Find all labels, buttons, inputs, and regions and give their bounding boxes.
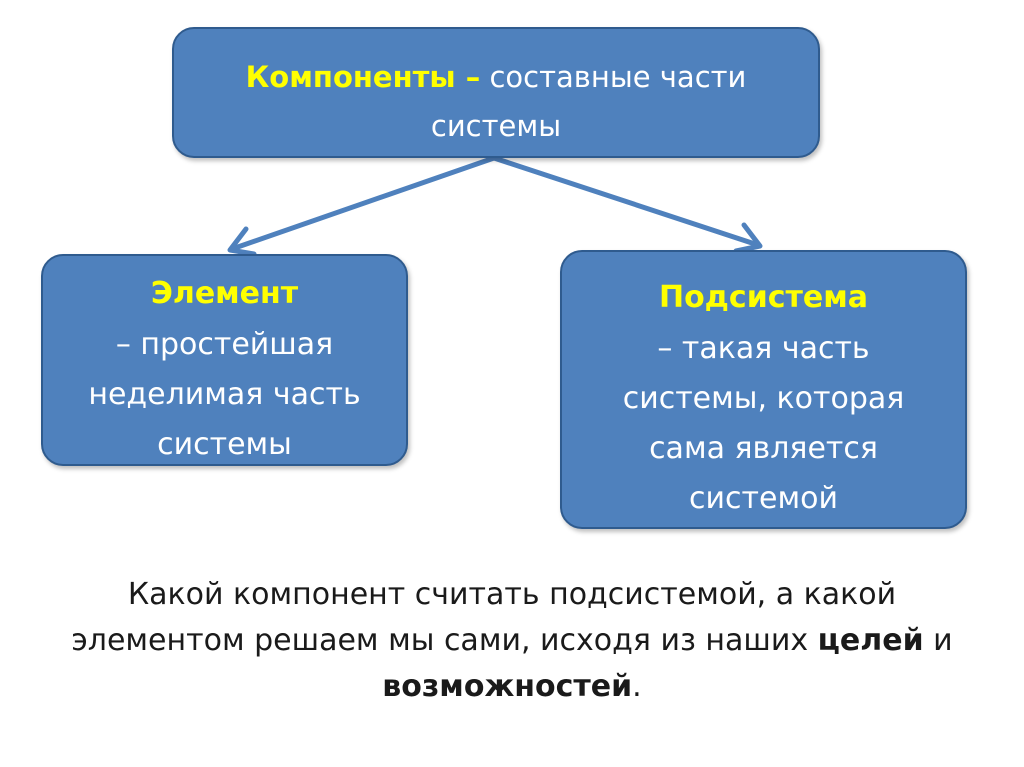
subsystem-line-2: системы, которая — [622, 381, 905, 416]
components-line-1: Компоненты – составные части — [174, 53, 818, 102]
arrow-head-left — [227, 226, 257, 257]
conclusion-line-2: элементом решаем мы сами, исходя из наши… — [40, 618, 984, 664]
conclusion-line-2-end: и — [923, 623, 953, 658]
conclusion-period: . — [632, 669, 642, 704]
arrow-to-subsystem — [491, 155, 761, 248]
conclusion-text: Какой компонент считать подсистемой, а к… — [40, 572, 984, 710]
components-box: Компоненты – составные части системы — [172, 27, 820, 158]
conclusion-line-1: Какой компонент считать подсистемой, а к… — [127, 577, 897, 612]
element-title: Элемент — [150, 276, 299, 311]
capabilities-word: возможностей — [382, 669, 633, 704]
element-box: Элемент – простейшая неделимая часть сис… — [41, 254, 408, 466]
subsystem-box: Подсистема – такая часть системы, котора… — [560, 250, 967, 529]
conclusion-line-3: возможностей. — [40, 664, 984, 710]
conclusion-line-2-start: элементом решаем мы сами, исходя из наши… — [71, 623, 818, 658]
element-line-2: неделимая часть — [88, 377, 361, 412]
components-highlight: Компоненты – — [245, 60, 481, 94]
components-definition: составные части — [480, 60, 747, 94]
subsystem-line-1: – такая часть — [657, 331, 870, 366]
arrow-head-right — [733, 222, 763, 254]
subsystem-title: Подсистема — [658, 280, 869, 315]
element-line-3: системы — [157, 427, 292, 462]
arrow-to-element — [229, 155, 497, 252]
goals-word: целей — [817, 623, 924, 658]
components-line-2: системы — [430, 109, 562, 143]
subsystem-line-4: системой — [689, 481, 838, 516]
element-line-1: – простейшая — [115, 327, 334, 362]
subsystem-line-3: сама является — [649, 431, 878, 466]
